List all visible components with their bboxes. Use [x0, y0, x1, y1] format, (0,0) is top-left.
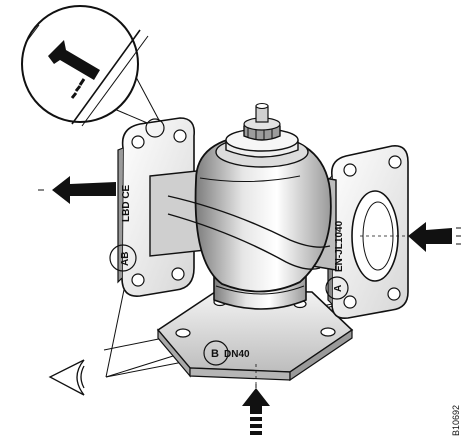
port-ab-label: AB — [120, 252, 131, 266]
valve-body — [149, 133, 337, 293]
flange-b — [156, 289, 354, 382]
flange-a — [325, 145, 409, 320]
arrow-in-bottom-icon — [242, 384, 270, 435]
port-b-marker — [203, 340, 229, 366]
drawing-code: B10692 — [451, 405, 461, 436]
arrow-out-left-icon — [38, 176, 116, 204]
flange-ab-text: LBD CE — [121, 184, 132, 222]
detail-magnifier — [21, 5, 161, 127]
valve-bonnet — [215, 103, 309, 168]
port-b-label: B — [211, 348, 219, 360]
flange-b-text: DN40 — [224, 349, 250, 360]
arrow-in-right-icon — [408, 222, 461, 252]
flange-a-text: EN-JL1040 — [334, 220, 345, 272]
magnified-arrow-icon — [48, 40, 100, 99]
port-a-label: A — [333, 285, 344, 292]
